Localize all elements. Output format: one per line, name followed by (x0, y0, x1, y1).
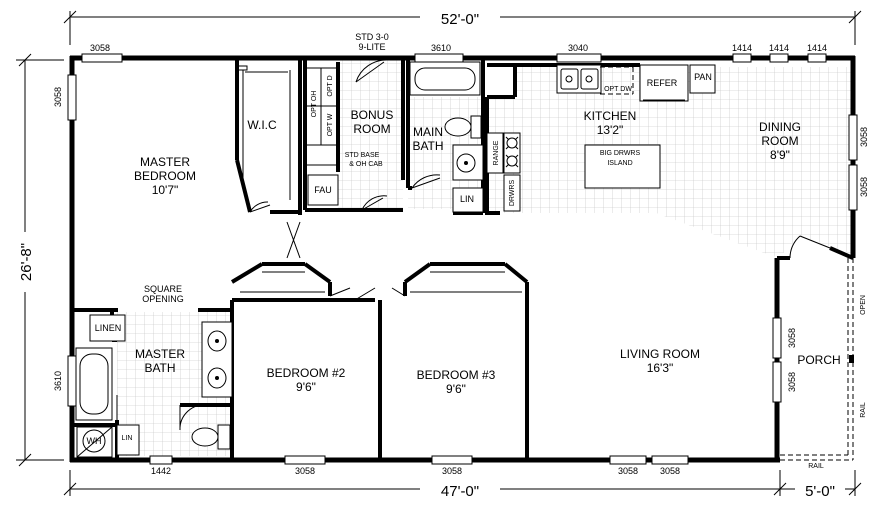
window-label: 3058 (90, 43, 110, 53)
lin-label: LIN (460, 194, 474, 204)
std-base-label: & OH CAB (349, 161, 383, 168)
bedroom-3-size: 9'6" (446, 382, 466, 396)
master-bath-name: BATH (144, 361, 175, 375)
open-label: OPEN (860, 295, 867, 315)
window-label: 1414 (732, 43, 752, 53)
dining-room-name: ROOM (761, 134, 798, 148)
porch-outline (777, 235, 854, 461)
window-label: 3610 (53, 371, 63, 391)
fixtures (75, 61, 716, 458)
window-label: 1414 (807, 43, 827, 53)
window-label: 3058 (859, 177, 869, 197)
closet-rods (236, 65, 522, 293)
main-width-label: 47'-0" (441, 483, 479, 500)
room-labels: MASTER BEDROOM 10'7" W.I.C BONUS ROOM MA… (134, 108, 841, 396)
window-label: 3058 (859, 127, 869, 147)
square-opening-label: SQUARE (144, 284, 182, 294)
fau-label: FAU (314, 185, 332, 195)
window-label: 3058 (787, 372, 797, 392)
master-bath-name: MASTER (135, 347, 185, 361)
bedroom-2-size: 9'6" (296, 380, 316, 394)
linen-label: LINEN (95, 323, 122, 333)
bonus-room-name: ROOM (353, 122, 390, 136)
porch-width-label: 5'-0" (805, 483, 835, 500)
window-label: 3058 (295, 466, 315, 476)
opt-oh-label: OPT OH (311, 91, 318, 118)
window-label: 3058 (660, 466, 680, 476)
dining-room-size: 8'9" (770, 148, 790, 162)
overall-width-label: 52'-0" (441, 11, 479, 28)
window-label: 3058 (618, 466, 638, 476)
main-bath-name: BATH (412, 139, 443, 153)
bedroom-2-name: BEDROOM #2 (267, 366, 346, 380)
kitchen-name: KITCHEN (584, 109, 637, 123)
window-label: 1442 (151, 466, 171, 476)
living-room-name: LIVING ROOM (620, 347, 700, 361)
door-note: 9-LITE (358, 42, 385, 52)
living-room-size: 16'3" (647, 361, 674, 375)
island-label: ISLAND (607, 160, 632, 167)
window-label: 3610 (431, 43, 451, 53)
pan-label: PAN (694, 72, 712, 82)
master-bedroom-name: BEDROOM (134, 169, 196, 183)
island-label: BIG DRWRS (600, 150, 641, 157)
refer-label: REFER (647, 78, 678, 88)
porch-name: PORCH (797, 353, 840, 367)
master-bedroom-name: MASTER (140, 155, 190, 169)
windows (67, 53, 858, 465)
water-heater-label: WH (87, 436, 102, 446)
lin-master-label: LIN (122, 435, 133, 442)
dining-room-name: DINING (759, 120, 801, 134)
wic-name: W.I.C (247, 118, 277, 132)
rail-side-label: RAIL (860, 402, 867, 418)
range-label: RANGE (493, 140, 500, 165)
opt-d-label: OPT D (327, 75, 334, 96)
window-label: 3058 (787, 328, 797, 348)
std-base-label: STD BASE (345, 152, 380, 159)
window-label: 3058 (442, 466, 462, 476)
rail-bottom-label: RAIL (808, 463, 824, 470)
main-bath-name: MAIN (413, 125, 443, 139)
opt-w-label: OPT W (327, 113, 334, 136)
window-label: 1414 (769, 43, 789, 53)
kitchen-size: 13'2" (597, 123, 624, 137)
fixture-labels: STD 3-0 9-LITE OPT OH OPT D OPT W STD BA… (87, 32, 868, 470)
square-opening-label: OPENING (142, 294, 184, 304)
door-note: STD 3-0 (355, 32, 389, 42)
doors (116, 59, 441, 431)
window-label: 3040 (568, 43, 588, 53)
window-label: 3058 (53, 87, 63, 107)
opt-dw-label: OPT DW (604, 86, 632, 93)
master-bedroom-size: 10'7" (152, 183, 179, 197)
depth-label: 26'-8" (18, 243, 35, 281)
bonus-room-name: BONUS (351, 108, 394, 122)
bedroom-3-name: BEDROOM #3 (417, 368, 496, 382)
drawers-label: DRWRS (509, 180, 516, 207)
